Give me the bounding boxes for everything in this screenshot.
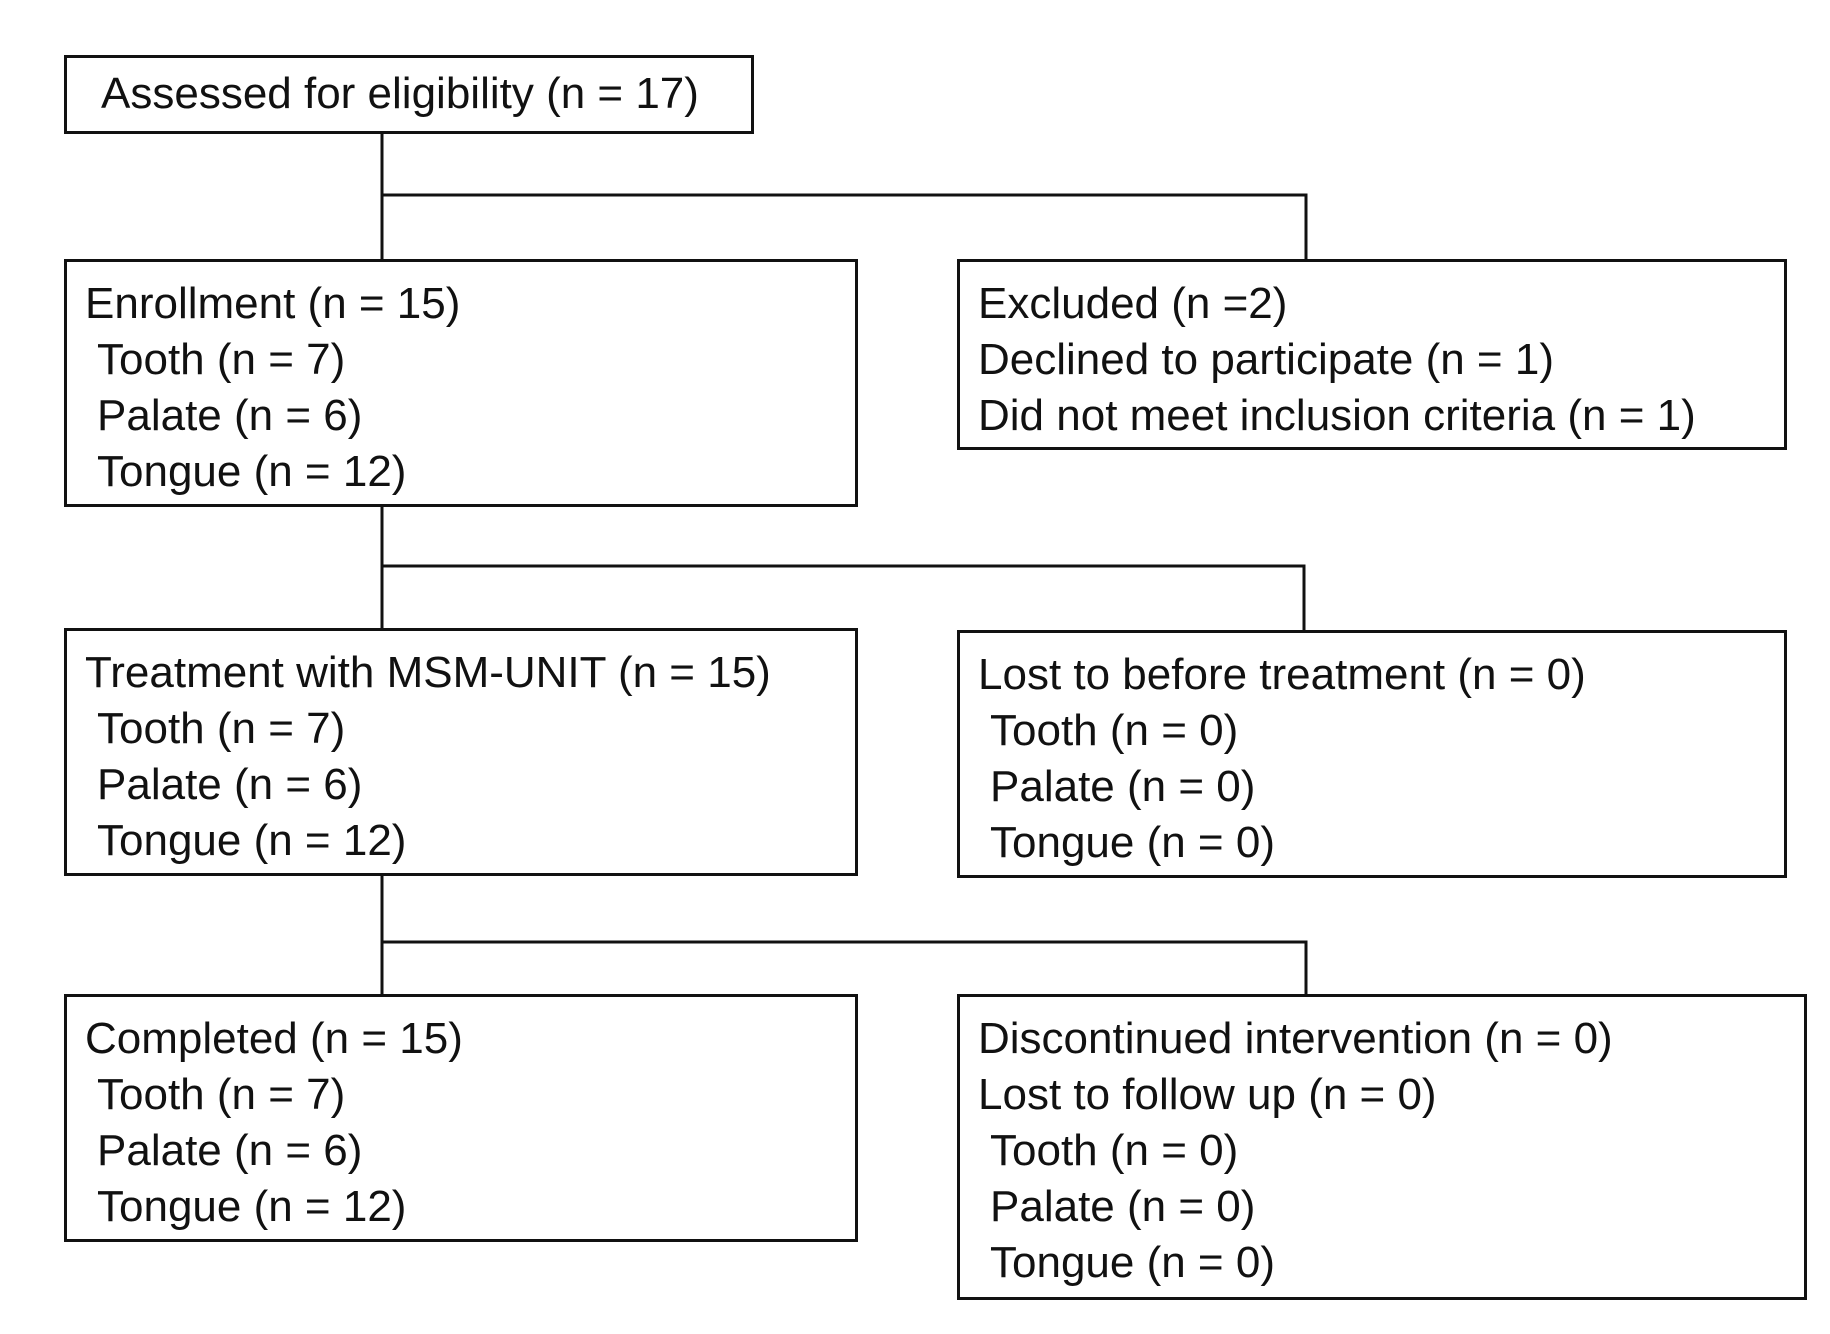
discontinued-item-tongue: Tongue (n = 0) (990, 1238, 1275, 1287)
enrollment-box: Enrollment (n = 15) Tooth (n = 7) Palate… (64, 259, 858, 507)
discontinued-title: Discontinued intervention (n = 0) (978, 1014, 1613, 1063)
discontinued-item-palate: Palate (n = 0) (990, 1182, 1256, 1231)
discontinued-box: Discontinued intervention (n = 0) Lost t… (957, 994, 1807, 1300)
excluded-box: Excluded (n =2) Declined to participate … (957, 259, 1787, 450)
enrollment-item-palate: Palate (n = 6) (97, 391, 363, 440)
lost-before-item-tooth: Tooth (n = 0) (990, 706, 1239, 755)
discontinued-item-tooth: Tooth (n = 0) (990, 1126, 1239, 1175)
treatment-title: Treatment with MSM-UNIT (n = 15) (85, 648, 771, 697)
enrollment-title: Enrollment (n = 15) (85, 279, 461, 328)
lost-before-title: Lost to before treatment (n = 0) (978, 650, 1586, 699)
assessed-title: Assessed for eligibility (n = 17) (101, 69, 699, 118)
lost-before-item-tongue: Tongue (n = 0) (990, 818, 1275, 867)
completed-title: Completed (n = 15) (85, 1014, 463, 1063)
excluded-item-not-meet-criteria: Did not meet inclusion criteria (n = 1) (978, 391, 1696, 440)
treatment-item-palate: Palate (n = 6) (97, 760, 363, 809)
enrollment-item-tooth: Tooth (n = 7) (97, 335, 346, 384)
lost-before-treatment-box: Lost to before treatment (n = 0) Tooth (… (957, 630, 1787, 878)
completed-item-tongue: Tongue (n = 12) (97, 1182, 407, 1231)
assessed-box: Assessed for eligibility (n = 17) (64, 55, 754, 134)
completed-item-palate: Palate (n = 6) (97, 1126, 363, 1175)
excluded-title: Excluded (n =2) (978, 279, 1288, 328)
excluded-item-declined: Declined to participate (n = 1) (978, 335, 1554, 384)
discontinued-subtitle: Lost to follow up (n = 0) (978, 1070, 1437, 1119)
completed-box: Completed (n = 15) Tooth (n = 7) Palate … (64, 994, 858, 1242)
treatment-item-tongue: Tongue (n = 12) (97, 816, 407, 865)
treatment-item-tooth: Tooth (n = 7) (97, 704, 346, 753)
completed-item-tooth: Tooth (n = 7) (97, 1070, 346, 1119)
treatment-box: Treatment with MSM-UNIT (n = 15) Tooth (… (64, 628, 858, 876)
enrollment-item-tongue: Tongue (n = 12) (97, 447, 407, 496)
lost-before-item-palate: Palate (n = 0) (990, 762, 1256, 811)
